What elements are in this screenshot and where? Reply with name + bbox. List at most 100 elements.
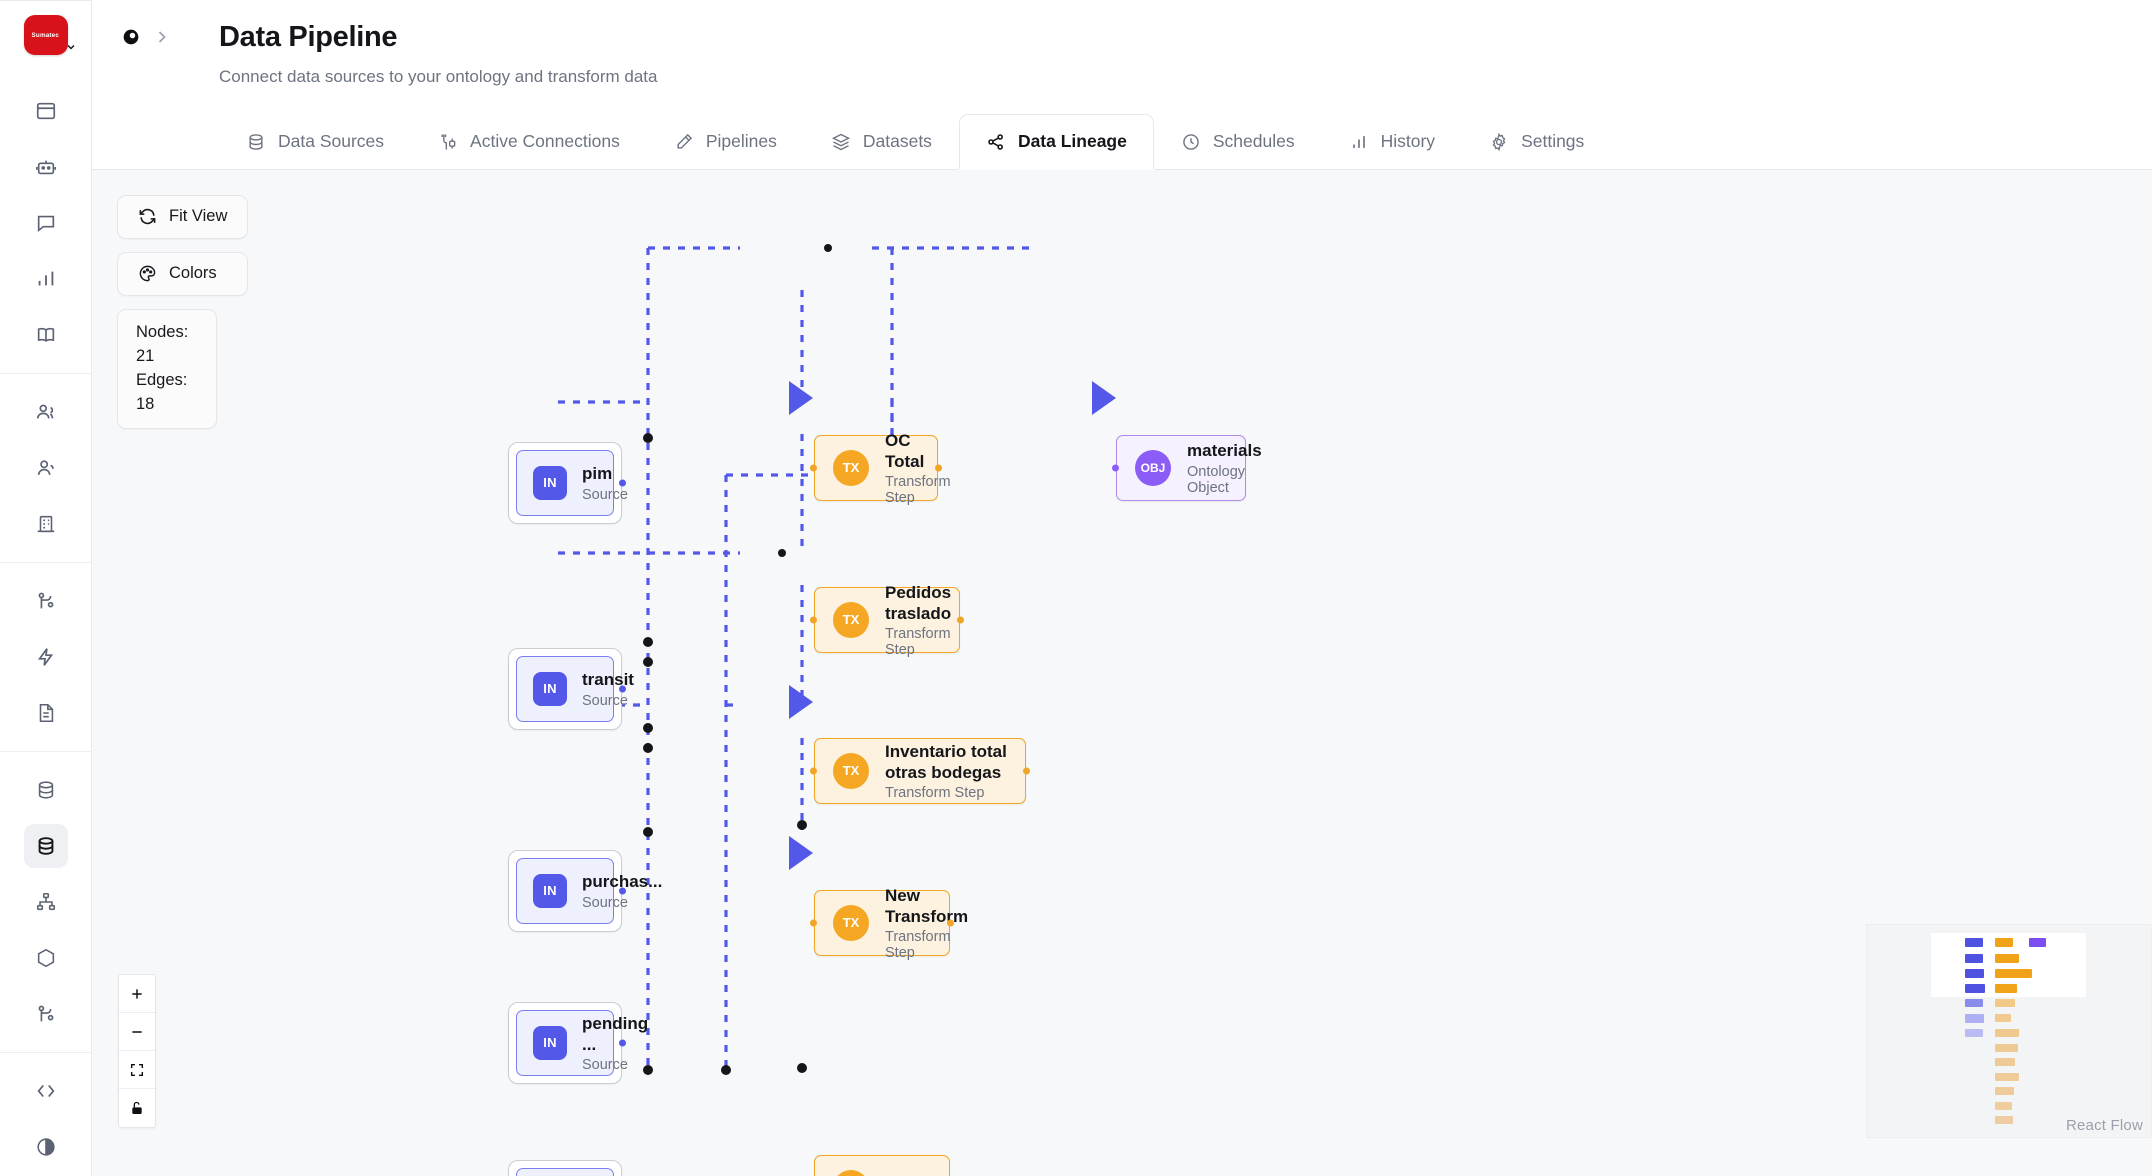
node-subtitle: Transform Step: [885, 785, 985, 802]
minimap-node: [1965, 999, 1983, 1007]
user-add-icon[interactable]: [24, 446, 68, 490]
tab-settings[interactable]: Settings: [1462, 114, 1611, 169]
output-handle[interactable]: [619, 887, 626, 895]
lightning-icon[interactable]: [24, 635, 68, 679]
colors-button[interactable]: Colors: [117, 251, 249, 296]
react-flow-attribution[interactable]: React Flow: [2065, 1117, 2143, 1134]
lock-toggle-button[interactable]: [119, 1089, 155, 1127]
node-body: TX: [814, 1154, 950, 1176]
node-title: pim: [582, 464, 613, 484]
output-handle[interactable]: [619, 685, 626, 693]
input-handle[interactable]: [1112, 464, 1119, 472]
node-pending[interactable]: IN pending ... Source: [508, 1001, 648, 1084]
contrast-icon[interactable]: [24, 1125, 68, 1169]
node-text: Pedidos traslado Transform Step: [885, 582, 951, 659]
chat-icon[interactable]: [24, 201, 68, 245]
logo-mark-icon[interactable]: [120, 26, 142, 48]
zoom-out-button[interactable]: [119, 1013, 155, 1051]
minimap-node: [1965, 1014, 1984, 1023]
tab-label: History: [1380, 131, 1436, 152]
bar-chart-icon[interactable]: [24, 257, 68, 301]
node-inventario-total-otras-bodegas[interactable]: TX Inventario total otras bodegas Transf…: [810, 737, 1030, 804]
output-handle[interactable]: [619, 1039, 626, 1047]
fit-view-button[interactable]: Fit View: [117, 194, 249, 239]
output-handle[interactable]: [1023, 767, 1030, 775]
node-pedidos-traslado[interactable]: TX Pedidos traslado Transform Step: [810, 583, 964, 658]
output-handle[interactable]: [957, 616, 964, 624]
rail-group-ops: [0, 562, 92, 751]
workspace-logo[interactable]: Sumatec: [23, 15, 75, 55]
node-pim[interactable]: IN pim Source: [508, 441, 628, 524]
building-icon[interactable]: [24, 502, 68, 546]
input-handle[interactable]: [810, 767, 817, 775]
tab-history[interactable]: History: [1322, 114, 1462, 169]
database-icon[interactable]: [24, 768, 68, 812]
users-icon[interactable]: [24, 390, 68, 434]
node-transform-partial[interactable]: TX: [814, 1154, 950, 1176]
node-materials[interactable]: OBJ materials Ontology Object: [1112, 434, 1262, 501]
tab-label: Data Sources: [278, 131, 385, 152]
git-branch-icon[interactable]: [24, 579, 68, 623]
document-icon[interactable]: [24, 691, 68, 735]
source-badge: IN: [533, 1025, 567, 1060]
output-handle[interactable]: [619, 479, 626, 487]
database-active-icon[interactable]: [23, 824, 68, 868]
node-title: purchas...: [582, 872, 663, 892]
cube-icon[interactable]: [24, 936, 68, 980]
book-icon[interactable]: [24, 313, 68, 357]
node-transit[interactable]: IN transit Source: [508, 647, 634, 730]
node-purchases[interactable]: IN purchas... Source: [508, 849, 663, 932]
tab-pipelines[interactable]: Pipelines: [647, 114, 804, 169]
breadcrumb[interactable]: [120, 26, 172, 48]
minimap-node: [1995, 954, 2019, 963]
output-handle[interactable]: [935, 464, 942, 472]
database-icon: [249, 134, 263, 150]
node-subtitle: Source: [582, 1057, 628, 1074]
node-oc-total[interactable]: TX OC Total Transform Step: [810, 431, 951, 506]
input-handle[interactable]: [810, 464, 817, 472]
left-icon-rail: Sumatec: [0, 0, 92, 1176]
lineage-canvas[interactable]: IN pim Source IN: [92, 169, 2152, 1176]
source-badge: IN: [533, 873, 567, 908]
tab-data-lineage[interactable]: Data Lineage: [958, 113, 1154, 170]
node-text: pim Source: [582, 463, 628, 502]
fit-screen-button[interactable]: [119, 1051, 155, 1089]
tab-label: Settings: [1521, 131, 1585, 152]
node-new-transform[interactable]: TX New Transform Transform Step: [810, 886, 968, 961]
chart-icon: [1352, 136, 1365, 148]
minimap-node: [1965, 984, 1985, 993]
tab-data-sources[interactable]: Data Sources: [219, 114, 411, 169]
tab-datasets[interactable]: Datasets: [804, 114, 959, 169]
gear-icon: [1492, 132, 1506, 152]
node-subtitle: Transform Step: [885, 929, 951, 962]
edge-arrow-materials: [1092, 380, 1116, 415]
node-source-partial[interactable]: [508, 1159, 622, 1176]
code-icon[interactable]: [24, 1069, 68, 1113]
git-branch-2-icon[interactable]: [24, 992, 68, 1036]
tab-active-connections[interactable]: Active Connections: [411, 114, 647, 169]
source-badge: IN: [533, 671, 567, 706]
minimap-node: [1995, 1116, 2013, 1124]
minus-icon: [132, 1030, 142, 1033]
hierarchy-icon[interactable]: [24, 880, 68, 924]
plug-icon: [441, 134, 456, 150]
node-body: TX Inventario total otras bodegas Transf…: [814, 737, 1026, 804]
node-body: IN purchas... Source: [516, 857, 663, 924]
node-body: [516, 1167, 614, 1176]
workspace-switcher[interactable]: Sumatec: [0, 1, 92, 73]
node-wrapper: IN pim Source: [508, 441, 628, 524]
input-handle[interactable]: [810, 919, 817, 927]
browser-icon[interactable]: [24, 89, 68, 133]
refresh-icon: [139, 209, 156, 225]
node-layer: IN pim Source IN: [92, 170, 2152, 1176]
minimap[interactable]: React Flow: [1866, 924, 2152, 1138]
minimap-node: [1995, 999, 2015, 1007]
tab-schedules[interactable]: Schedules: [1154, 114, 1322, 169]
minimap-node: [1965, 1029, 1983, 1037]
robot-icon[interactable]: [24, 145, 68, 189]
zoom-in-button[interactable]: [119, 975, 155, 1013]
input-handle[interactable]: [810, 616, 817, 624]
output-handle[interactable]: [947, 919, 954, 927]
object-badge: OBJ: [1135, 449, 1171, 486]
